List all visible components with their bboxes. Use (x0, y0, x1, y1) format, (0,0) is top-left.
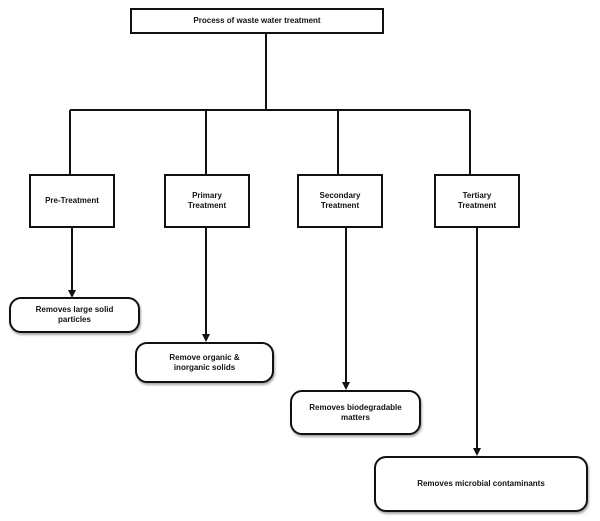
result-text-line: Remove organic & (169, 352, 240, 362)
result-box-primary-treatment: Remove organic & inorganic solids (135, 342, 274, 383)
stage-box-tertiary-treatment: Tertiary Treatment (434, 174, 520, 228)
root-process-box: Process of waste water treatment (130, 8, 384, 34)
result-text-line: Removes microbial contaminants (417, 479, 545, 488)
stage-box-secondary-treatment: Secondary Treatment (297, 174, 383, 228)
stage-box-primary-treatment: Primary Treatment (164, 174, 250, 228)
stage-title-line: Tertiary (462, 191, 492, 200)
stage-title-line: Treatment (187, 201, 227, 210)
result-box-tertiary-treatment: Removes microbial contaminants (374, 456, 588, 512)
result-box-pre-treatment: Removes large solid particles (9, 297, 140, 333)
result-text-line: inorganic solids (173, 362, 236, 372)
result-text-line: particles (58, 315, 91, 324)
stage-box-pre-treatment: Pre-Treatment (29, 174, 115, 228)
stage-title-line: Secondary (319, 191, 361, 200)
stage-title-line: Primary (192, 191, 222, 200)
stage-title-line: Pre-Treatment (45, 196, 99, 205)
result-box-secondary-treatment: Removes biodegradable matters (290, 390, 421, 435)
root-process-label: Process of waste water treatment (193, 16, 321, 25)
result-text-line: matters (341, 412, 370, 422)
result-text-line: Removes large solid (35, 305, 114, 314)
stage-title-line: Treatment (457, 201, 497, 210)
result-text-line: Removes biodegradable (309, 402, 402, 412)
stage-title-line: Treatment (320, 201, 360, 210)
